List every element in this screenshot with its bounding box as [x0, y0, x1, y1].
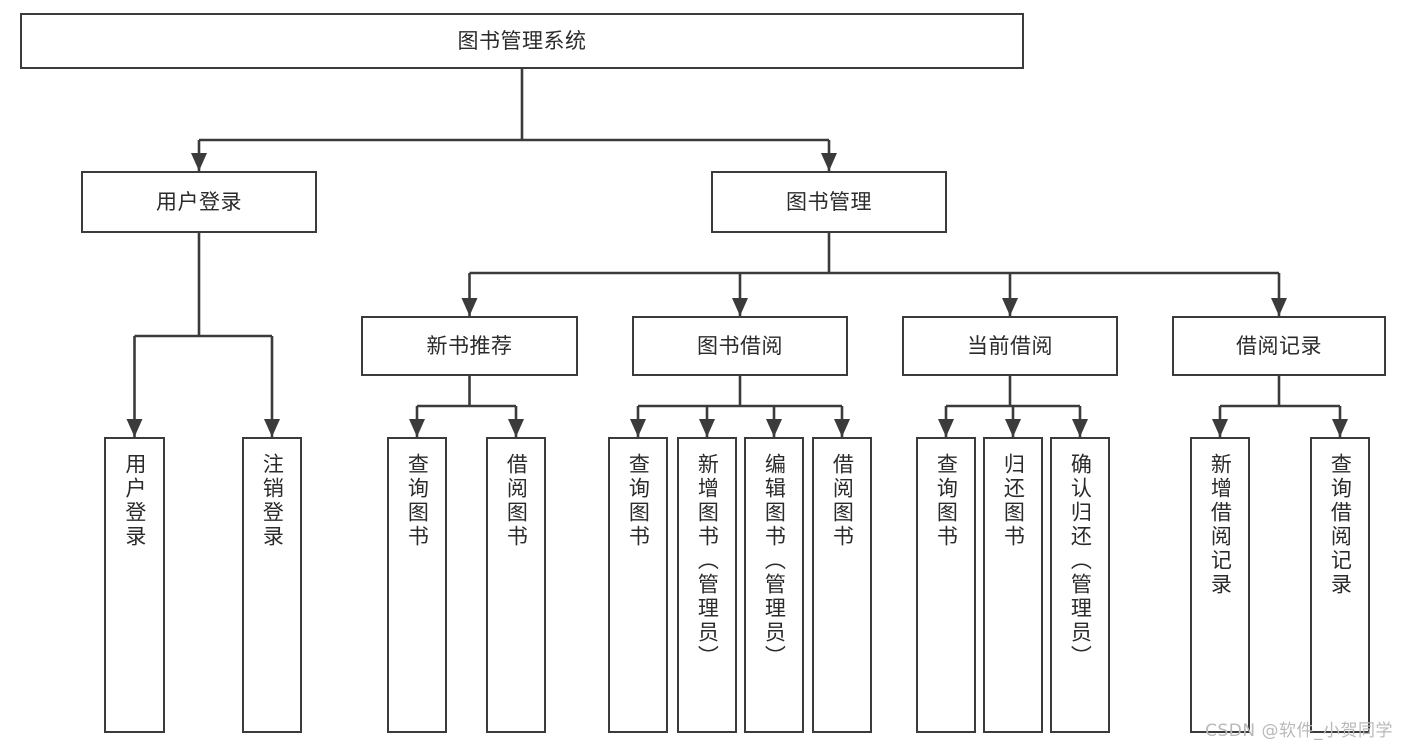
arrowhead-newbook-to-l-q1: [409, 419, 425, 437]
arrowhead-bookmgmt-to-borrow: [732, 298, 748, 316]
arrowhead-root-to-bookmgmt: [821, 153, 837, 171]
node-label-l-addrec: 新增借阅记录: [1208, 453, 1233, 597]
node-box-l-q1[interactable]: 查询图书: [387, 437, 447, 733]
node-label-l-return: 归还图书: [1001, 453, 1026, 549]
node-box-newbook[interactable]: 新书推荐: [361, 316, 578, 376]
arrowhead-borrow-to-l-q2: [630, 419, 646, 437]
node-box-records[interactable]: 借阅记录: [1172, 316, 1386, 376]
node-label-l-b1: 借阅图书: [504, 453, 529, 549]
node-box-l-q3[interactable]: 查询图书: [916, 437, 976, 733]
node-box-current[interactable]: 当前借阅: [902, 316, 1118, 376]
node-label-l-q1: 查询图书: [405, 453, 430, 549]
node-box-login[interactable]: 用户登录: [81, 171, 317, 233]
node-box-borrow[interactable]: 图书借阅: [632, 316, 848, 376]
node-box-l-return[interactable]: 归还图书: [983, 437, 1043, 733]
arrowhead-borrow-to-l-b2: [834, 419, 850, 437]
node-label-l-q2: 查询图书: [626, 453, 651, 549]
node-label-root: 图书管理系统: [457, 28, 587, 53]
node-label-borrow: 图书借阅: [697, 333, 783, 358]
node-box-l-q2[interactable]: 查询图书: [608, 437, 668, 733]
arrowhead-current-to-l-confirm: [1072, 419, 1088, 437]
node-box-l-logout[interactable]: 注销登录: [242, 437, 302, 733]
node-label-l-edit: 编辑图书（管理员）: [762, 453, 787, 669]
arrowhead-login-to-l-logout: [264, 419, 280, 437]
node-label-l-add: 新增图书（管理员）: [695, 453, 720, 669]
node-label-l-qrec: 查询借阅记录: [1328, 453, 1353, 597]
node-label-records: 借阅记录: [1236, 333, 1322, 358]
watermark-text: CSDN @软件_小贺同学: [1205, 721, 1393, 741]
arrowhead-borrow-to-l-add: [699, 419, 715, 437]
arrowhead-current-to-l-q3: [938, 419, 954, 437]
node-label-l-b2: 借阅图书: [830, 453, 855, 549]
arrowhead-login-to-l-userlogin: [126, 419, 143, 437]
node-box-l-b1[interactable]: 借阅图书: [486, 437, 546, 733]
arrowhead-current-to-l-return: [1005, 419, 1021, 437]
node-box-bookmgmt[interactable]: 图书管理: [711, 171, 947, 233]
node-label-current: 当前借阅: [967, 333, 1053, 358]
arrowhead-newbook-to-l-b1: [508, 419, 524, 437]
node-box-l-add[interactable]: 新增图书（管理员）: [677, 437, 737, 733]
arrowhead-bookmgmt-to-records: [1271, 298, 1287, 316]
arrowhead-root-to-login: [191, 153, 207, 171]
arrowhead-bookmgmt-to-newbook: [461, 298, 478, 316]
node-label-login: 用户登录: [156, 189, 242, 214]
node-box-l-edit[interactable]: 编辑图书（管理员）: [744, 437, 804, 733]
node-label-newbook: 新书推荐: [426, 333, 513, 358]
arrowhead-records-to-l-addrec: [1212, 419, 1228, 437]
node-box-l-b2[interactable]: 借阅图书: [812, 437, 872, 733]
arrowhead-bookmgmt-to-current: [1002, 298, 1018, 316]
node-label-l-confirm: 确认归还（管理员）: [1068, 453, 1093, 669]
node-box-l-qrec[interactable]: 查询借阅记录: [1310, 437, 1370, 733]
node-box-l-confirm[interactable]: 确认归还（管理员）: [1050, 437, 1110, 733]
arrowhead-borrow-to-l-edit: [766, 419, 782, 437]
node-box-root[interactable]: 图书管理系统: [20, 13, 1024, 69]
node-label-l-q3: 查询图书: [934, 453, 959, 549]
node-box-l-addrec[interactable]: 新增借阅记录: [1190, 437, 1250, 733]
node-box-l-userlogin[interactable]: 用户登录: [104, 437, 165, 733]
arrowhead-records-to-l-qrec: [1332, 419, 1348, 437]
node-label-l-logout: 注销登录: [260, 453, 285, 549]
node-label-l-userlogin: 用户登录: [122, 453, 147, 549]
node-label-bookmgmt: 图书管理: [786, 189, 872, 214]
